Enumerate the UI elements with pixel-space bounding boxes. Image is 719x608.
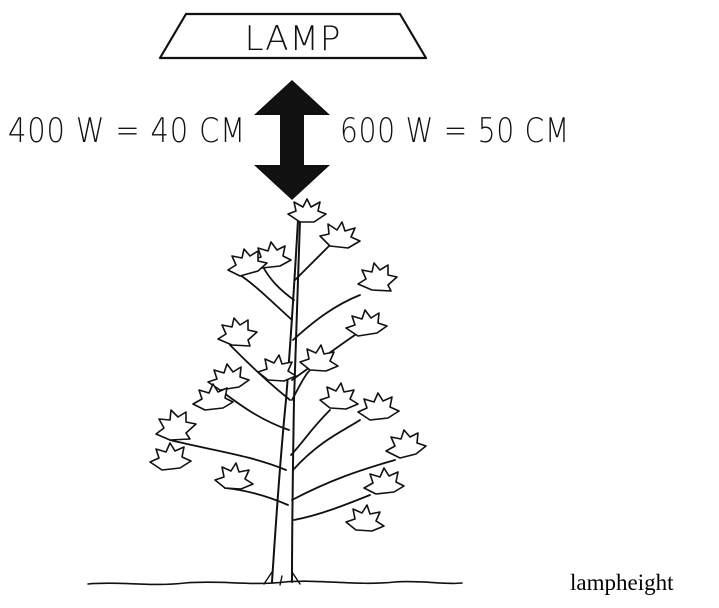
spec-400w-label: 400 W = 40 CM	[8, 111, 246, 151]
plant-leaves	[150, 199, 426, 531]
lamp-hood-icon: LAMP	[160, 14, 426, 59]
plant-illustration	[88, 199, 462, 585]
lamp-label: LAMP	[245, 19, 342, 59]
spec-600w-label: 600 W = 50 CM	[340, 111, 570, 151]
caption-text: lampheight	[570, 570, 673, 596]
double-arrow-icon	[254, 80, 330, 200]
ground-line	[88, 581, 462, 584]
